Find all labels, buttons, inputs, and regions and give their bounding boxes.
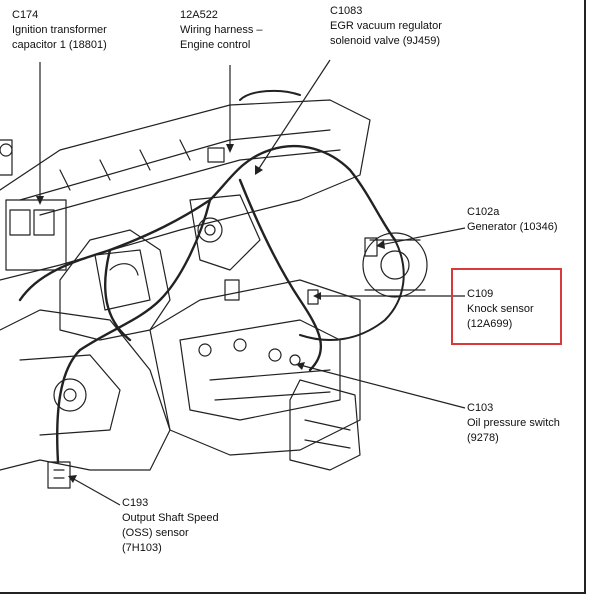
valve-cover	[0, 99, 371, 281]
callout-c174-code: C174	[12, 9, 39, 21]
callout-c174-line2: capacitor 1 (18801)	[12, 39, 107, 51]
leader-c103	[299, 364, 466, 409]
callout-c1083: C1083 EGR vacuum regulator solenoid valv…	[330, 4, 442, 49]
c109-highlight-box	[451, 268, 562, 345]
callout-12a522-code: 12A522	[180, 9, 218, 21]
callout-c174-line1: Ignition transformer	[12, 24, 107, 36]
callout-12a522-line1: Wiring harness –	[180, 24, 263, 36]
callout-c193-code: C193	[122, 497, 149, 509]
callout-c1083-code: C1083	[330, 5, 363, 17]
generator	[362, 232, 428, 298]
diagram-frame	[0, 0, 586, 594]
engine-block	[149, 279, 361, 456]
leader-c1083	[257, 59, 331, 171]
callout-c109-code: C109	[467, 288, 494, 300]
leader-c102a	[379, 227, 466, 246]
callout-c103: C103 Oil pressure switch (9278)	[467, 401, 560, 446]
callout-c109: C109 Knock sensor (12A699)	[467, 287, 534, 332]
callout-c109-line2: (12A699)	[467, 318, 513, 330]
oil-pan	[289, 379, 361, 471]
callout-c109-line1: Knock sensor	[467, 303, 534, 315]
callout-c103-code: C103	[467, 402, 494, 414]
callout-c102a-code: C102a	[467, 206, 500, 218]
callout-c193-line1: Output Shaft Speed	[122, 512, 219, 524]
intake-manifold	[59, 229, 171, 341]
callout-c103-line2: (9278)	[467, 432, 499, 444]
callout-12a522: 12A522 Wiring harness – Engine control	[180, 8, 263, 53]
callout-12a522-line2: Engine control	[180, 39, 251, 51]
callout-c102a: C102a Generator (10346)	[467, 205, 558, 235]
callout-c103-line1: Oil pressure switch	[467, 417, 560, 429]
wiring-harness	[18, 144, 397, 302]
callout-c193-line3: (7H103)	[122, 542, 162, 554]
callout-c193: C193 Output Shaft Speed (OSS) sensor (7H…	[122, 496, 219, 556]
callout-c1083-line1: EGR vacuum regulator	[330, 20, 442, 32]
coil-pack	[5, 199, 67, 271]
callout-c102a-line1: Generator (10346)	[467, 221, 558, 233]
callout-c174: C174 Ignition transformer capacitor 1 (1…	[12, 8, 107, 53]
callout-c1083-line2: solenoid valve (9J459)	[330, 35, 441, 47]
callout-c193-line2: (OSS) sensor	[122, 527, 189, 539]
leader-c193	[71, 477, 121, 506]
transaxle	[0, 309, 171, 471]
